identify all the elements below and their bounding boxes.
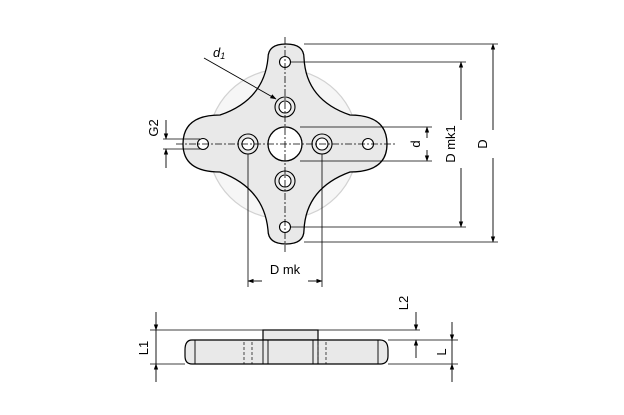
dimension-l2: L2 <box>318 296 458 358</box>
top-view <box>176 37 396 252</box>
d1-label: d1 <box>213 45 225 61</box>
d-mk1-label: D mk1 <box>443 125 458 163</box>
dimension-l1: L1 <box>136 312 263 382</box>
centerlines <box>176 37 396 252</box>
dimension-d-mk: D mk <box>247 154 323 287</box>
side-view <box>184 329 389 365</box>
dimension-d1: d1 <box>203 45 277 100</box>
dimension-l: L <box>388 322 458 382</box>
d-label: d <box>408 140 423 147</box>
hub-top <box>262 329 319 341</box>
dimension-g2: G2 <box>146 119 200 168</box>
l2-label: L2 <box>396 296 411 310</box>
dimension-D: D <box>304 43 498 243</box>
g2-label: G2 <box>146 119 161 136</box>
plate-side <box>184 339 389 365</box>
l-label: L <box>434 348 449 355</box>
l1-label: L1 <box>136 341 151 355</box>
D-label: D <box>475 139 490 148</box>
d-mk-label: D mk <box>270 262 301 277</box>
dimension-d-mk1: D mk1 <box>291 61 466 228</box>
